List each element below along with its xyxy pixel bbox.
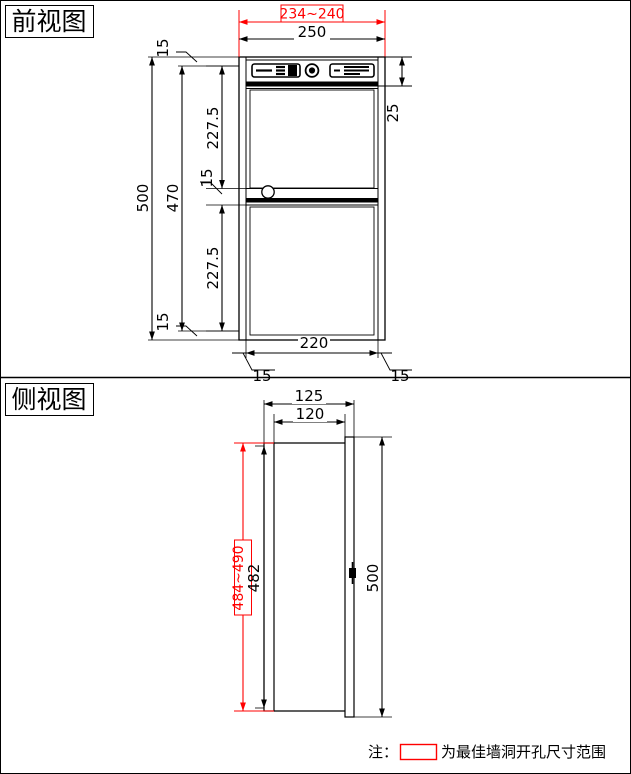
red-rectangle-swatch xyxy=(399,743,438,761)
front-view-body xyxy=(238,56,386,341)
indicator-panel-marks xyxy=(334,66,369,75)
dim-text-wall-opening-height: 484~490 xyxy=(231,545,247,610)
side-view-label: 侧视图 xyxy=(11,385,86,414)
dim-text-panel-height: 25 xyxy=(384,103,402,122)
dim-total-height: 500 xyxy=(134,56,239,341)
dim-text-lower-section: 227.5 xyxy=(204,247,222,290)
dim-text-inner-width: 220 xyxy=(300,334,329,352)
panel-separator-bar xyxy=(246,82,378,87)
dim-front-height: 500 xyxy=(354,436,392,718)
leader-line xyxy=(200,181,223,195)
dim-panel-height: 25 xyxy=(378,56,412,123)
dim-text-outer-width: 250 xyxy=(298,23,327,41)
dim-middle-band: 15 xyxy=(198,168,223,195)
dim-text-upper-section: 227.5 xyxy=(204,107,222,150)
note-row: 注： 为最佳墙洞开孔尺寸范围 xyxy=(368,743,606,761)
dim-text-right-flange: 15 xyxy=(390,367,409,385)
upper-compartment-panel xyxy=(249,89,375,189)
dim-inner-width: 220 xyxy=(232,334,392,358)
dim-text-inner-height: 470 xyxy=(164,184,182,213)
dim-left-flange: 15 xyxy=(242,352,275,385)
dim-inner-depth: 120 xyxy=(273,405,346,443)
dim-text-bg xyxy=(294,26,330,40)
leader-line xyxy=(176,325,198,337)
dim-text-body-height: 482 xyxy=(245,564,263,593)
dim-wall-opening-width: 234~240 xyxy=(238,4,386,57)
dim-text-bg xyxy=(293,408,327,422)
dim-text-left-flange: 15 xyxy=(252,367,271,385)
dim-text-top-flange: 15 xyxy=(154,38,172,57)
dim-text-inner-depth: 120 xyxy=(296,405,325,423)
dim-body-height: 482 xyxy=(245,445,267,709)
leader-line xyxy=(380,352,412,371)
dim-bottom-flange: 15 xyxy=(154,312,198,337)
dim-upper-section: 227.5 xyxy=(204,65,246,189)
lower-compartment-panel xyxy=(249,206,375,336)
dim-text-total-height: 500 xyxy=(134,184,152,213)
note-prefix: 注： xyxy=(368,743,398,761)
dim-text-middle-band: 15 xyxy=(198,168,216,187)
dim-text-bg xyxy=(292,390,326,404)
note-text: 为最佳墙洞开孔尺寸范围 xyxy=(441,743,606,761)
leader-line xyxy=(176,51,198,63)
side-view-label-box: 侧视图 xyxy=(5,383,94,416)
dim-text-front-height: 500 xyxy=(364,564,382,593)
dim-text-wall-opening-width: 234~240 xyxy=(279,7,344,23)
dim-outer-width: 250 xyxy=(239,23,385,42)
front-view-label: 前视图 xyxy=(11,7,86,36)
front-view-label-box: 前视图 xyxy=(5,5,94,38)
dim-highlight-box xyxy=(280,4,344,23)
round-handle-icon xyxy=(261,185,275,199)
dim-lower-section: 227.5 xyxy=(204,204,246,332)
dim-text-bottom-flange: 15 xyxy=(154,312,172,331)
dim-wall-opening-height: 484~490 xyxy=(231,442,274,712)
middle-band-bar xyxy=(246,198,378,203)
display-segment-marks xyxy=(256,65,285,76)
control-panel-contents xyxy=(251,63,375,78)
dim-outer-depth: 125 xyxy=(263,387,355,443)
dim-text-bg xyxy=(298,337,330,351)
rotary-knob-center xyxy=(308,67,316,74)
dim-right-flange: 15 xyxy=(380,352,412,385)
leader-line xyxy=(242,352,275,371)
display-block-icon xyxy=(288,65,297,76)
dim-inner-height: 470 xyxy=(164,65,239,332)
dim-highlight-box xyxy=(234,539,252,616)
dim-top-flange: 15 xyxy=(154,38,198,63)
dim-text-outer-depth: 125 xyxy=(295,387,324,405)
